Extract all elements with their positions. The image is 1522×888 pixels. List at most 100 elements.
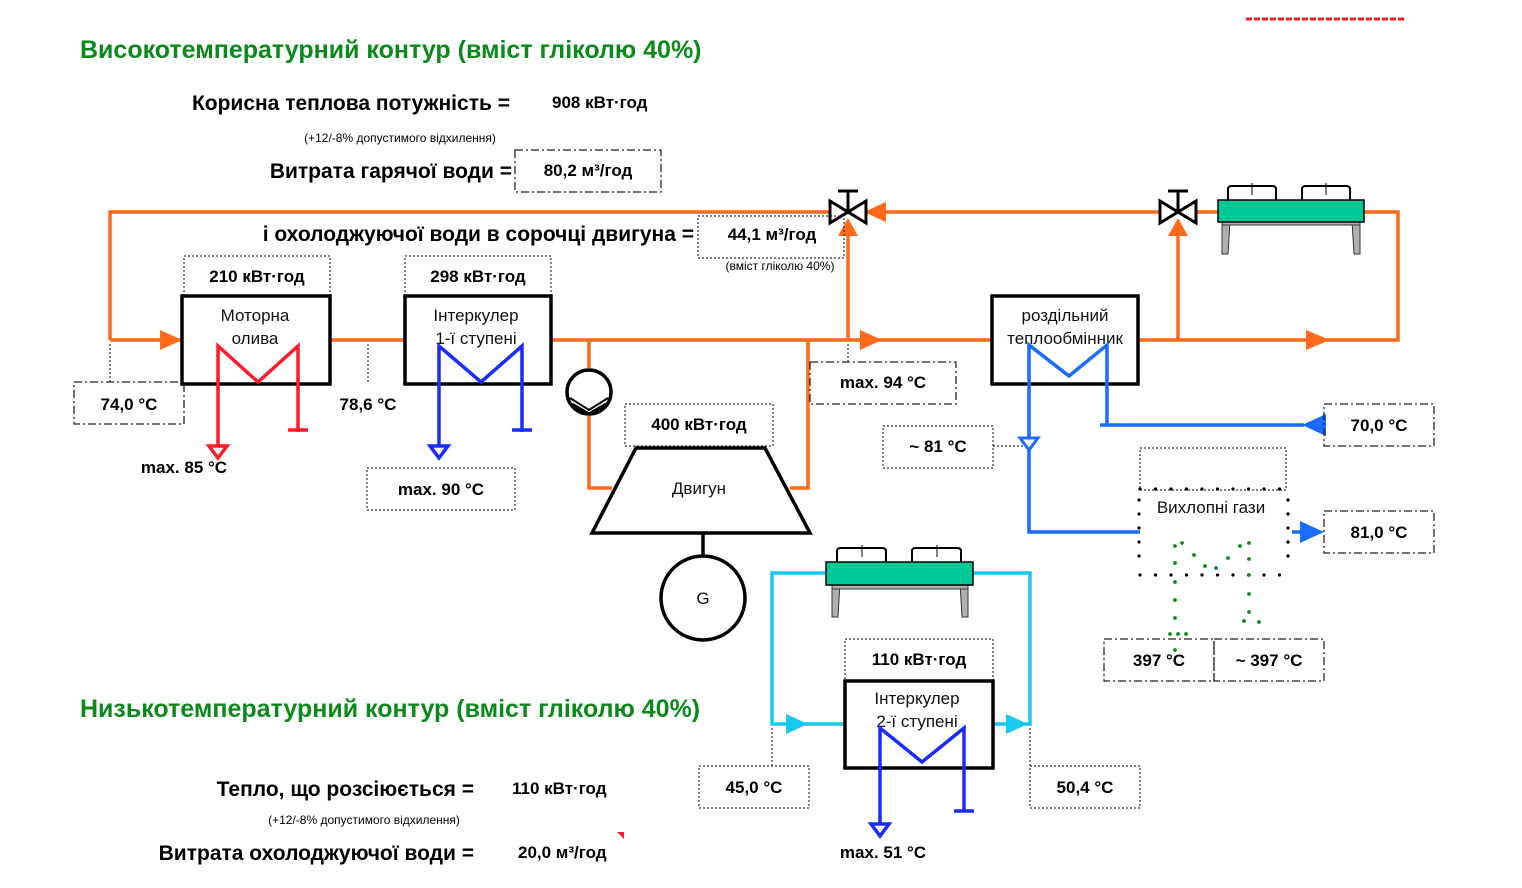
- engine-oil-cooler[interactable]: [180, 294, 332, 386]
- dissipated-heat-value: 110 кВт·год: [512, 779, 607, 798]
- oil-coil-outlet-arrow: [205, 444, 231, 461]
- exhaust-outline-dot: [1184, 487, 1189, 491]
- ic1-label-1: Інтеркулер: [433, 306, 518, 325]
- exhaust-outline-dot: [1262, 487, 1266, 491]
- engine[interactable]: [589, 446, 813, 535]
- ic2-max-temp: max. 51 °C: [840, 843, 926, 862]
- exhaust-outline-dot: [1200, 573, 1204, 577]
- exhaust-gas-dot: [1173, 598, 1177, 602]
- hot-pipe-right-return: [1178, 210, 1400, 342]
- comment-marker: [617, 832, 624, 839]
- hot-water-flow-value: 80,2 м³/год: [544, 161, 633, 180]
- cooling-flow-value: 20,0 м³/год: [518, 843, 607, 862]
- exhaust-outline-dot: [1286, 526, 1290, 530]
- exhaust-outline-dot: [1215, 487, 1220, 491]
- exhaust-outline-dot: [1262, 573, 1266, 577]
- ic1-power-box: [404, 255, 552, 297]
- flow-arrow-valve1-up: [838, 218, 858, 236]
- generator[interactable]: [659, 554, 747, 642]
- after-oil-temp: 78,6 °C: [340, 395, 397, 414]
- dissipated-heat-label: Тепло, що розсіюється =: [217, 778, 474, 801]
- engine-out-max-box: [809, 361, 957, 405]
- return-temp: 74,0 °C: [101, 395, 158, 414]
- hx-out-temp: ~ 81 °C: [909, 437, 966, 456]
- useful-heat-value: 908 кВт·год: [552, 93, 648, 112]
- exhaust-outline-dot: [1153, 487, 1158, 491]
- exhaust-outline-dot: [1215, 573, 1220, 577]
- exhaust-outline-dot: [1286, 540, 1290, 544]
- lt-in-temp: 45,0 °C: [726, 778, 783, 797]
- exhaust-heat-exchanger[interactable]: [1137, 487, 1290, 577]
- exhaust-gas-dot: [1247, 610, 1251, 614]
- exhaust-outline-dot: [1137, 554, 1141, 558]
- lt-arrow-out: [1006, 714, 1028, 734]
- lt-out-temp: 50,4 °C: [1057, 778, 1114, 797]
- exhaust-outline-dot: [1137, 512, 1141, 516]
- exhaust-gas-dot: [1168, 632, 1172, 636]
- dry-cooler-low-temp: [825, 545, 974, 618]
- exhaust-gas-dot: [1180, 541, 1184, 545]
- engine-oil-label-2: олива: [232, 329, 279, 348]
- flow-arrow-valve2-up: [1168, 218, 1188, 236]
- exhaust-gas-dot: [1238, 544, 1242, 548]
- jacket-glycol-note: (вміст гліколю 40%): [726, 259, 835, 273]
- lt-arrow-in: [786, 714, 808, 734]
- useful-heat-label: Корисна теплова потужність =: [192, 92, 510, 115]
- exhaust-out-box: [1213, 638, 1325, 682]
- oil-max-temp: max. 85 °C: [141, 458, 227, 477]
- exhaust-gas-dot: [1176, 632, 1180, 636]
- exhaust-gas-dot: [1173, 561, 1177, 565]
- exhaust-outline-dot: [1286, 512, 1290, 516]
- secondary-to-exhaust-pipe: [1027, 450, 1140, 534]
- hot-water-flow-box: [514, 149, 662, 193]
- exhaust-gas-dot: [1184, 632, 1188, 636]
- secondary-out-box: [1323, 510, 1435, 554]
- exhaust-outline-dot: [1231, 573, 1235, 577]
- generator-label: G: [696, 589, 709, 608]
- exhaust-outline-dot: [1184, 573, 1189, 577]
- secondary-in-box: [1323, 403, 1435, 447]
- dry-cooler-high-temp: [1217, 183, 1365, 255]
- ic1-max-temp: max. 90 °C: [398, 480, 484, 499]
- flow-arrow-main: [860, 330, 882, 350]
- exhaust-outline-dot: [1138, 487, 1142, 491]
- exhaust-outline-dot: [1169, 573, 1173, 577]
- exhaust-gas-dot: [1214, 566, 1218, 570]
- exhaust-out-temp: ~ 397 °C: [1236, 651, 1303, 670]
- three-way-valve-1[interactable]: [828, 189, 868, 226]
- exhaust-in-temp: 397 °C: [1133, 651, 1185, 670]
- hot-pipe-pump-to-engine: [587, 416, 612, 490]
- exhaust-outline-dot: [1137, 526, 1141, 530]
- exhaust-gas-dot: [1226, 556, 1230, 560]
- exhaust-outline-dot: [1277, 573, 1282, 577]
- return-temp-box: [73, 381, 185, 425]
- engine-label: Двигун: [672, 479, 726, 498]
- intercooler-stage-1[interactable]: [403, 294, 553, 386]
- exhaust-power-box: [1139, 447, 1287, 491]
- exhaust-outline-dot: [1137, 540, 1141, 544]
- exhaust-gas-dot: [1247, 573, 1251, 577]
- exhaust-gas-dot: [1203, 564, 1207, 568]
- hot-pipe-engine-out: [790, 340, 810, 490]
- exhaust-outline-dot: [1169, 487, 1173, 491]
- exhaust-gas-dot: [1247, 541, 1251, 545]
- flow-arrow-right: [1306, 330, 1330, 350]
- ic1-max-box: [366, 467, 516, 511]
- exhaust-gas-dot: [1173, 544, 1177, 548]
- jacket-flow-value: 44,1 м³/год: [728, 225, 817, 244]
- exhaust-outline-dot: [1231, 487, 1235, 491]
- hx-label-2: теплообмінник: [1007, 329, 1123, 348]
- circulation-pump[interactable]: [565, 368, 613, 416]
- exhaust-label: Вихлопні гази: [1157, 498, 1265, 517]
- separate-heat-exchanger[interactable]: [990, 294, 1140, 386]
- three-way-valve-2[interactable]: [1158, 189, 1198, 226]
- ic2-label-2: 2-ї ступені: [876, 712, 957, 731]
- exhaust-gas-dot: [1242, 619, 1246, 623]
- ic2-power: 110 кВт·год: [872, 650, 967, 669]
- low-temp-circuit-title: Низькотемпературний контур (вміст глікол…: [80, 695, 700, 723]
- exhaust-gas-dot: [1173, 616, 1177, 620]
- intercooler-stage-2[interactable]: [843, 679, 995, 770]
- jacket-flow-label: і охолоджуючої води в сорочці двигуна =: [263, 223, 694, 246]
- exhaust-outline-dot: [1138, 573, 1142, 577]
